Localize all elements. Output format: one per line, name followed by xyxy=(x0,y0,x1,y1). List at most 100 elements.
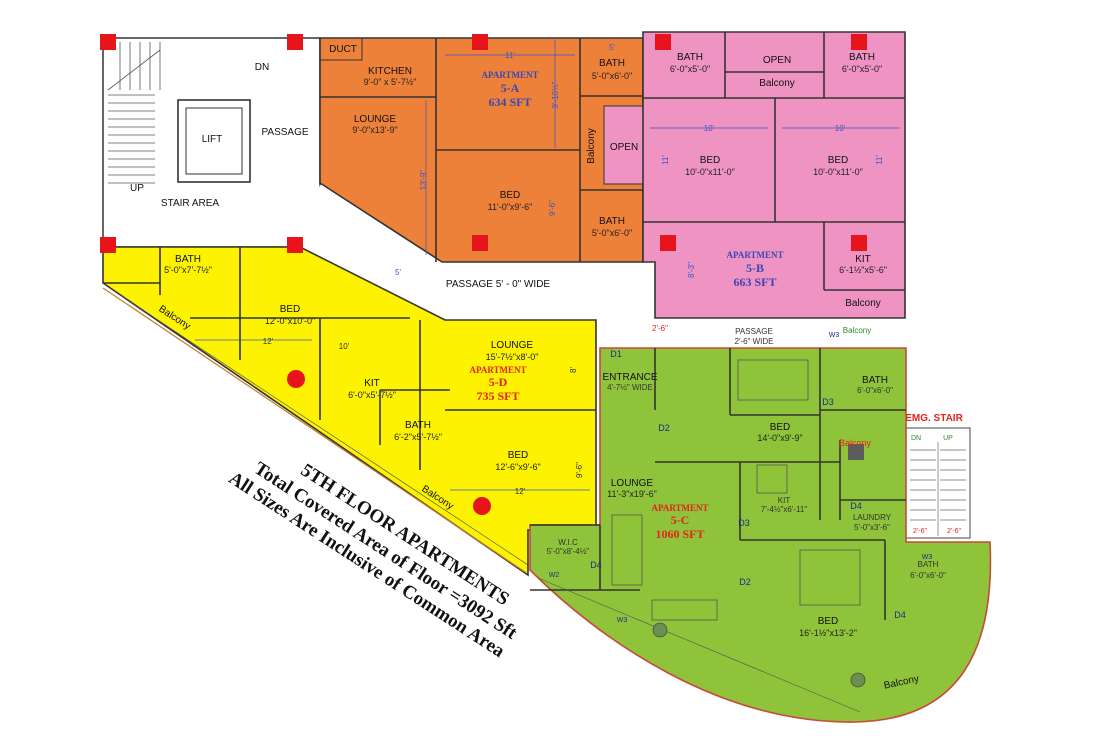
bed1-furniture xyxy=(737,359,809,401)
apt-5c-tag: APARTMENT xyxy=(651,503,708,513)
bed-dim-5a: 11'-0"x9'-6" xyxy=(488,202,533,212)
emg-up-label: UP xyxy=(943,435,953,442)
common-area: LIFT DN PASSAGE UP STAIR AREA PASSAGE 5'… xyxy=(102,37,971,539)
dim-5-5a: 5' xyxy=(609,43,615,52)
bath1-dim-5a: 5'-0"x6'-0" xyxy=(592,71,632,81)
emg-dim-2: 2'-6" xyxy=(947,528,961,535)
door-markers: D1 D2 D3 D4 D3 D2 D4 D4 xyxy=(590,349,906,620)
bed1-dim-5b: 10'-0"x11'-0" xyxy=(685,167,735,177)
apt-5a-area: 634 SFT xyxy=(488,95,531,109)
window-w3b: W3 xyxy=(617,617,628,624)
door-d3a: D3 xyxy=(822,397,834,407)
sofa2-furniture xyxy=(651,599,718,621)
kit-label-5b: KIT xyxy=(855,254,871,265)
bath1-dim-5c: 6'-0"x6'-0" xyxy=(857,386,893,395)
balcony-5a: Balcony xyxy=(586,128,597,164)
emg-dn-label: DN xyxy=(911,435,921,442)
door-d4a: D4 xyxy=(850,501,862,511)
passage-main-label: PASSAGE 5' - 0" WIDE xyxy=(446,279,551,290)
apt-5a-id: 5-A xyxy=(501,81,520,95)
door-d4c: D4 xyxy=(894,610,906,620)
passage-small-label-1: PASSAGE xyxy=(735,327,773,336)
apartment-5a: DUCT KITCHEN 9'-0" x 5'-7½" LOUNGE 9'-0"… xyxy=(319,37,644,263)
duct-label: DUCT xyxy=(329,44,357,55)
balcony-top-5b: Balcony xyxy=(759,78,795,89)
kit-dim-5d: 6'-0"x5'-7½" xyxy=(348,390,396,400)
bed2-label-5d: BED xyxy=(508,450,529,461)
kit-dim-5c: 7'-4½"x6'-11" xyxy=(761,505,808,514)
laundry-label-5c: LAUNDRY xyxy=(853,513,892,522)
apt-5d-tag: APARTMENT xyxy=(469,365,526,375)
bed2-dim-5b: 10'-0"x11'-0" xyxy=(813,167,863,177)
door-d2b: D2 xyxy=(739,577,751,587)
bed1-dim-5d: 12'-0"x10'-0" xyxy=(265,316,315,326)
bed2-label-5c: BED xyxy=(818,616,839,627)
bed2-label-5b: BED xyxy=(828,155,849,166)
stair-up-label: UP xyxy=(130,183,144,194)
door-d3b: D3 xyxy=(738,518,750,528)
entrance-dim-5c: 4'-7½" WIDE xyxy=(607,383,653,392)
dim-10a-5b: 10' xyxy=(704,124,715,133)
dim-13-9-5a: 13'-9" xyxy=(419,170,428,191)
bath2-dim-5a: 5'-0"x6'-0" xyxy=(592,228,632,238)
kit-label-5c: KIT xyxy=(778,496,791,505)
sofa-furniture xyxy=(611,514,643,586)
wic-dim-5c: 5'-0"x8'-4½" xyxy=(547,547,590,556)
dim-9-6-5a: 9'-6" xyxy=(548,200,557,216)
apartment-5d: BATH 5'-0"x7'-7½" BED 12'-0"x10'-0" LOUN… xyxy=(102,246,597,577)
apt-5c-area: 1060 SFT xyxy=(655,527,704,541)
open-5a: OPEN xyxy=(610,142,638,153)
window-w2: W2 xyxy=(549,572,560,579)
kit-dim-5b: 6'-1½"x5'-6" xyxy=(839,265,887,275)
lounge-label-5d: LOUNGE xyxy=(491,340,534,351)
bed1-label-5b: BED xyxy=(700,155,721,166)
dim-11-5a: 11' xyxy=(505,51,515,60)
stair-steps xyxy=(107,42,161,184)
balcony-rail-5d xyxy=(102,287,526,573)
kitchen-label: KITCHEN xyxy=(368,66,412,77)
dim-12a-5d: 12' xyxy=(263,337,274,346)
apt-5b-area: 663 SFT xyxy=(733,275,776,289)
dim-9-6-5d: 9'-6" xyxy=(575,462,584,478)
balcony1-5c: Balcony xyxy=(839,438,872,448)
dim-12b-5d: 12' xyxy=(515,487,526,496)
apt-5b-tag: APARTMENT xyxy=(726,250,783,260)
stove-furniture xyxy=(756,464,788,494)
lounge-dim-5a: 9'-0"x13'-9" xyxy=(352,125,397,135)
balcony-green-label: Balcony xyxy=(843,326,871,335)
bath1-label-5d: BATH xyxy=(175,254,201,265)
bath1-dim-5b: 6'-0"x5'-0" xyxy=(670,64,710,74)
apt-5c-id: 5-C xyxy=(671,513,690,527)
bath2-label-5d: BATH xyxy=(405,420,431,431)
bed2-furniture xyxy=(799,549,861,606)
bath1-label-5b: BATH xyxy=(677,52,703,63)
balcony-bottom-5b: Balcony xyxy=(845,298,881,309)
open-5b: OPEN xyxy=(763,55,791,66)
column-round-2 xyxy=(473,497,491,515)
bed1-label-5d: BED xyxy=(280,304,301,315)
bed2-dim-5d: 12'-6"x9'-6" xyxy=(495,462,540,472)
wic-label-5c: W.I.C xyxy=(558,538,578,547)
door-d2a: D2 xyxy=(658,423,670,433)
lift-shaft xyxy=(177,99,251,183)
bath1-label-5a: BATH xyxy=(599,58,625,69)
dim-9-10-5a: 9'-10½" xyxy=(551,81,560,108)
dim-8-5d: 8' xyxy=(569,367,578,373)
window-w3c: W3 xyxy=(922,554,933,561)
stair-dn-label: DN xyxy=(255,62,269,73)
entrance-label-5c: ENTRANCE xyxy=(602,372,657,383)
bed1-dim-5c: 14'-0"x9'-9" xyxy=(757,433,802,443)
bath2-dim-5d: 6'-2"x5'-7½" xyxy=(394,432,442,442)
door-d4b: D4 xyxy=(590,560,602,570)
bath1-dim-5d: 5'-0"x7'-7½" xyxy=(164,265,212,275)
dim-10-5d: 10' xyxy=(339,342,350,351)
apartment-5c: BATH 6'-0"x6'-0" ENTRANCE 4'-7½" WIDE BE… xyxy=(529,326,992,723)
apt-5b-id: 5-B xyxy=(746,261,764,275)
bed-label-5a: BED xyxy=(500,190,521,201)
apt-5d-id: 5-D xyxy=(489,375,508,389)
bath2-dim-5c: 6'-0"x6'-0" xyxy=(910,571,946,580)
passage-2-6-dim: 2'-6" xyxy=(652,324,668,333)
lift-car xyxy=(185,107,243,175)
